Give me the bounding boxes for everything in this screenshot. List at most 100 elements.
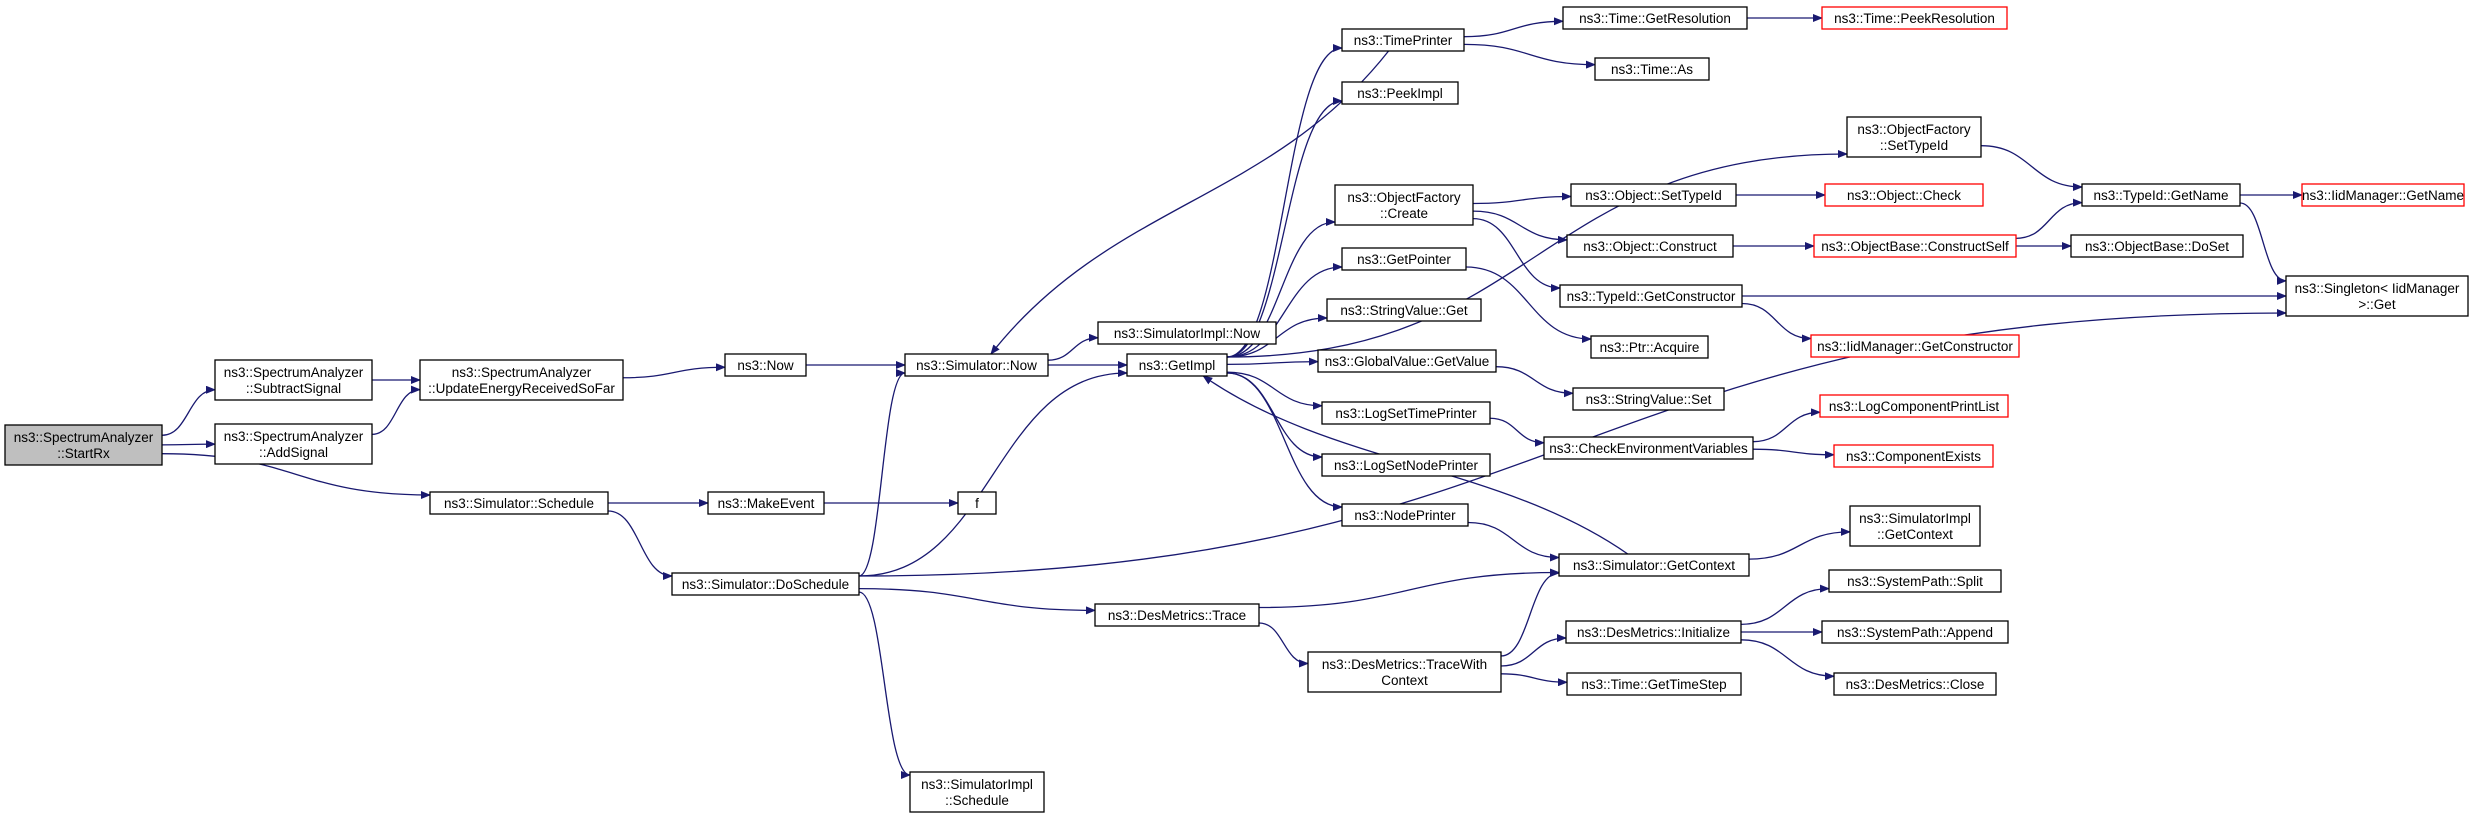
node-tidgetctor[interactable]: ns3::TypeId::GetConstructor (1559, 284, 1743, 308)
node-label: ns3::StringValue::Set (1586, 392, 1712, 407)
edge-getpointer-to-ptracquire (1465, 266, 1592, 343)
node-nodeprinter[interactable]: ns3::NodePrinter (1341, 503, 1469, 527)
edge-arrow (1258, 568, 1560, 609)
node-ptracquire[interactable]: ns3::Ptr::Acquire (1590, 335, 1709, 359)
node-peekres[interactable]: ns3::Time::PeekResolution (1821, 6, 2008, 30)
node-label: ns3::LogSetTimePrinter (1335, 406, 1477, 421)
node-label: ns3::TypeId::GetConstructor (1567, 289, 1736, 304)
node-destrace[interactable]: ns3::DesMetrics::Trace (1094, 603, 1260, 627)
node-svset[interactable]: ns3::StringValue::Set (1572, 387, 1725, 411)
edge-tracewithctx-to-getctx (1500, 569, 1560, 657)
node-getctx[interactable]: ns3::Simulator::GetContext (1558, 553, 1750, 577)
node-box (1334, 184, 1474, 226)
edge-arrow (1740, 584, 1830, 625)
edge-logsettime-to-checkenv (1489, 417, 1545, 447)
node-getimpl[interactable]: ns3::GetImpl (1126, 353, 1228, 377)
node-label: ns3::Simulator::Schedule (444, 496, 594, 511)
edge-getimpl-to-timeprinter (1226, 44, 1343, 358)
node-implgetctx[interactable]: ns3::SimulatorImpl::GetContext (1849, 505, 1981, 547)
node-box (957, 491, 997, 515)
edge-nodeprinter-to-getctx (1467, 521, 1560, 562)
node-label: ns3::PeekImpl (1357, 86, 1443, 101)
node-f[interactable]: f (957, 491, 997, 515)
edge-destrace-to-getctx (1258, 568, 1560, 609)
node-checkenv[interactable]: ns3::CheckEnvironmentVariables (1543, 436, 1754, 460)
node-logcomplist[interactable]: ns3::LogComponentPrintList (1819, 394, 2009, 418)
node-desclose[interactable]: ns3::DesMetrics::Close (1833, 672, 1997, 696)
edge-arrow (1463, 43, 1596, 69)
node-desinit[interactable]: ns3::DesMetrics::Initialize (1565, 620, 1742, 644)
node-gettimestep[interactable]: ns3::Time::GetTimeStep (1566, 672, 1742, 696)
node-box (1833, 672, 1997, 696)
node-startrx[interactable]: ns3::SpectrumAnalyzer::StartRx (4, 424, 163, 466)
node-implschedule[interactable]: ns3::SimulatorImpl::Schedule (909, 771, 1045, 813)
edge-arrow (858, 369, 1128, 577)
node-label: ns3::SpectrumAnalyzer (224, 365, 364, 380)
edge-doschedule-to-simnow (858, 369, 906, 577)
node-now[interactable]: ns3::Now (724, 353, 807, 377)
node-box (1307, 651, 1502, 693)
node-svget[interactable]: ns3::StringValue::Get (1326, 298, 1482, 322)
edge-schedule-to-doschedule (607, 510, 673, 580)
edge-doschedule-to-getimpl (858, 369, 1128, 577)
node-doschedule[interactable]: ns3::Simulator::DoSchedule (671, 572, 860, 596)
node-getres[interactable]: ns3::Time::GetResolution (1562, 6, 1748, 30)
node-implnow[interactable]: ns3::SimulatorImpl::Now (1097, 321, 1277, 345)
node-box (1824, 183, 1984, 207)
edge-arrow (1980, 145, 2083, 191)
node-box (419, 359, 624, 401)
node-pathappend[interactable]: ns3::SystemPath::Append (1821, 620, 2009, 644)
node-label: ns3::SystemPath::Append (1837, 625, 1993, 640)
node-label: ns3::Ptr::Acquire (1600, 340, 1700, 355)
node-box (1543, 436, 1754, 460)
node-box (2070, 234, 2244, 258)
node-label: ns3::Object::Construct (1583, 239, 1717, 254)
edge-arrow (622, 363, 726, 379)
node-label: ns3::SimulatorImpl (921, 777, 1033, 792)
edges-layer (161, 14, 2303, 779)
node-schedule[interactable]: ns3::Simulator::Schedule (429, 491, 609, 515)
node-timeprinter[interactable]: ns3::TimePrinter (1341, 28, 1465, 52)
node-ofcreate[interactable]: ns3::ObjectFactory::Create (1334, 184, 1474, 226)
edge-getimpl-to-getpointer (1226, 263, 1343, 358)
node-box (1558, 553, 1750, 577)
node-label: ns3::Time::As (1611, 62, 1693, 77)
edge-getimpl-to-logsetnode (1226, 372, 1323, 461)
node-objsettypeid[interactable]: ns3::Object::SetTypeId (1570, 183, 1737, 207)
node-logsettime[interactable]: ns3::LogSetTimePrinter (1321, 401, 1491, 425)
node-iidgetname[interactable]: ns3::IidManager::GetName (2301, 183, 2465, 207)
edge-obconstructself-to-tidgetname (2015, 198, 2083, 239)
node-subtract[interactable]: ns3::SpectrumAnalyzer::SubtractSignal (214, 359, 373, 401)
node-obdoset[interactable]: ns3::ObjectBase::DoSet (2070, 234, 2244, 258)
edge-addsig-to-update (371, 385, 421, 436)
node-simnow[interactable]: ns3::Simulator::Now (904, 353, 1049, 377)
node-iidgetctor[interactable]: ns3::IidManager::GetConstructor (1810, 334, 2020, 358)
node-gvgetvalue[interactable]: ns3::GlobalValue::GetValue (1317, 349, 1497, 373)
edge-arrow (1752, 408, 1821, 443)
node-singletonget[interactable]: ns3::Singleton< IidManager >::Get (2285, 275, 2469, 317)
node-makeevent[interactable]: ns3::MakeEvent (707, 491, 825, 515)
edge-arrow (607, 510, 673, 580)
edge-arrow (1748, 527, 1851, 560)
node-update[interactable]: ns3::SpectrumAnalyzer::UpdateEnergyRecei… (419, 359, 624, 401)
node-box (1566, 672, 1742, 696)
node-objconstruct[interactable]: ns3::Object::Construct (1566, 234, 1734, 258)
node-ofsettypeid[interactable]: ns3::ObjectFactory::SetTypeId (1846, 116, 1982, 158)
edge-arrow (161, 440, 216, 449)
node-compexists[interactable]: ns3::ComponentExists (1833, 444, 1994, 468)
node-logsetnode[interactable]: ns3::LogSetNodePrinter (1321, 453, 1491, 477)
edge-arrow (1500, 634, 1567, 667)
node-box (214, 359, 373, 401)
node-objcheck[interactable]: ns3::Object::Check (1824, 183, 1984, 207)
node-pathsplit[interactable]: ns3::SystemPath::Split (1828, 569, 2002, 593)
node-peekimpl[interactable]: ns3::PeekImpl (1341, 81, 1459, 105)
node-timeas[interactable]: ns3::Time::As (1594, 57, 1710, 81)
node-tidgetname[interactable]: ns3::TypeId::GetName (2081, 183, 2241, 207)
node-obconstructself[interactable]: ns3::ObjectBase::ConstructSelf (1813, 234, 2017, 258)
node-addsig[interactable]: ns3::SpectrumAnalyzer::AddSignal (214, 423, 373, 465)
node-getpointer[interactable]: ns3::GetPointer (1341, 247, 1467, 271)
node-box (1810, 334, 2020, 358)
